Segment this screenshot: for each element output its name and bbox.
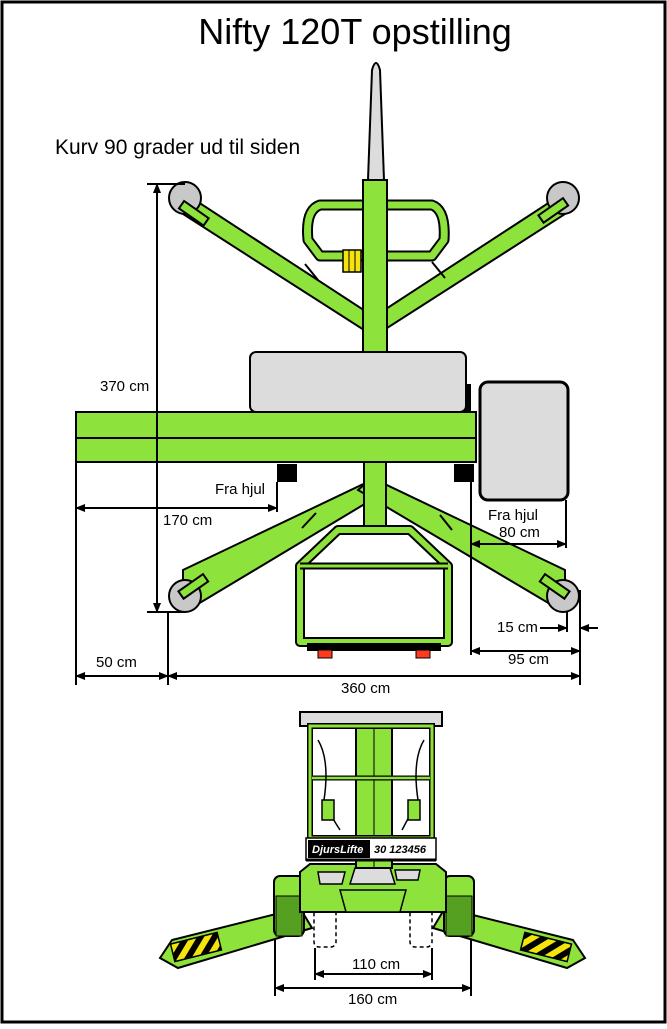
dimension-labels-top: 370 cm Fra hjul 170 cm Fra hjul 80 cm 15… xyxy=(96,378,549,697)
label-95: 95 cm xyxy=(508,651,549,668)
label-fra-hjul-left: Fra hjul xyxy=(215,481,265,498)
logo-phone: 30 123456 xyxy=(374,844,427,856)
page-title: Nifty 120T opstilling xyxy=(198,11,512,52)
outrigger-lower-left xyxy=(182,476,390,606)
label-170: 170 cm xyxy=(163,512,212,529)
basket xyxy=(478,380,570,502)
boom-tip xyxy=(366,62,386,181)
label-15: 15 cm xyxy=(497,619,538,636)
label-50: 50 cm xyxy=(96,654,137,671)
front-view xyxy=(158,711,587,970)
dimensions-top xyxy=(75,183,598,685)
label-160: 160 cm xyxy=(348,991,397,1008)
dimension-labels-front: 110 cm 160 cm xyxy=(348,956,400,1008)
mast-column xyxy=(362,179,388,356)
label-110: 110 cm xyxy=(352,956,400,973)
label-fra-hjul-right: Fra hjul xyxy=(488,507,538,524)
top-view xyxy=(75,62,580,659)
dimensions-front xyxy=(274,940,472,996)
boom-lower xyxy=(75,437,477,463)
logo-brand: DjursLifte xyxy=(312,844,363,856)
label-80: 80 cm xyxy=(499,524,540,541)
label-360: 360 cm xyxy=(341,680,390,697)
boom-upper xyxy=(75,411,477,439)
engine-cover xyxy=(249,351,467,413)
label-370: 370 cm xyxy=(100,378,149,395)
subtitle: Kurv 90 grader ud til siden xyxy=(55,136,300,159)
